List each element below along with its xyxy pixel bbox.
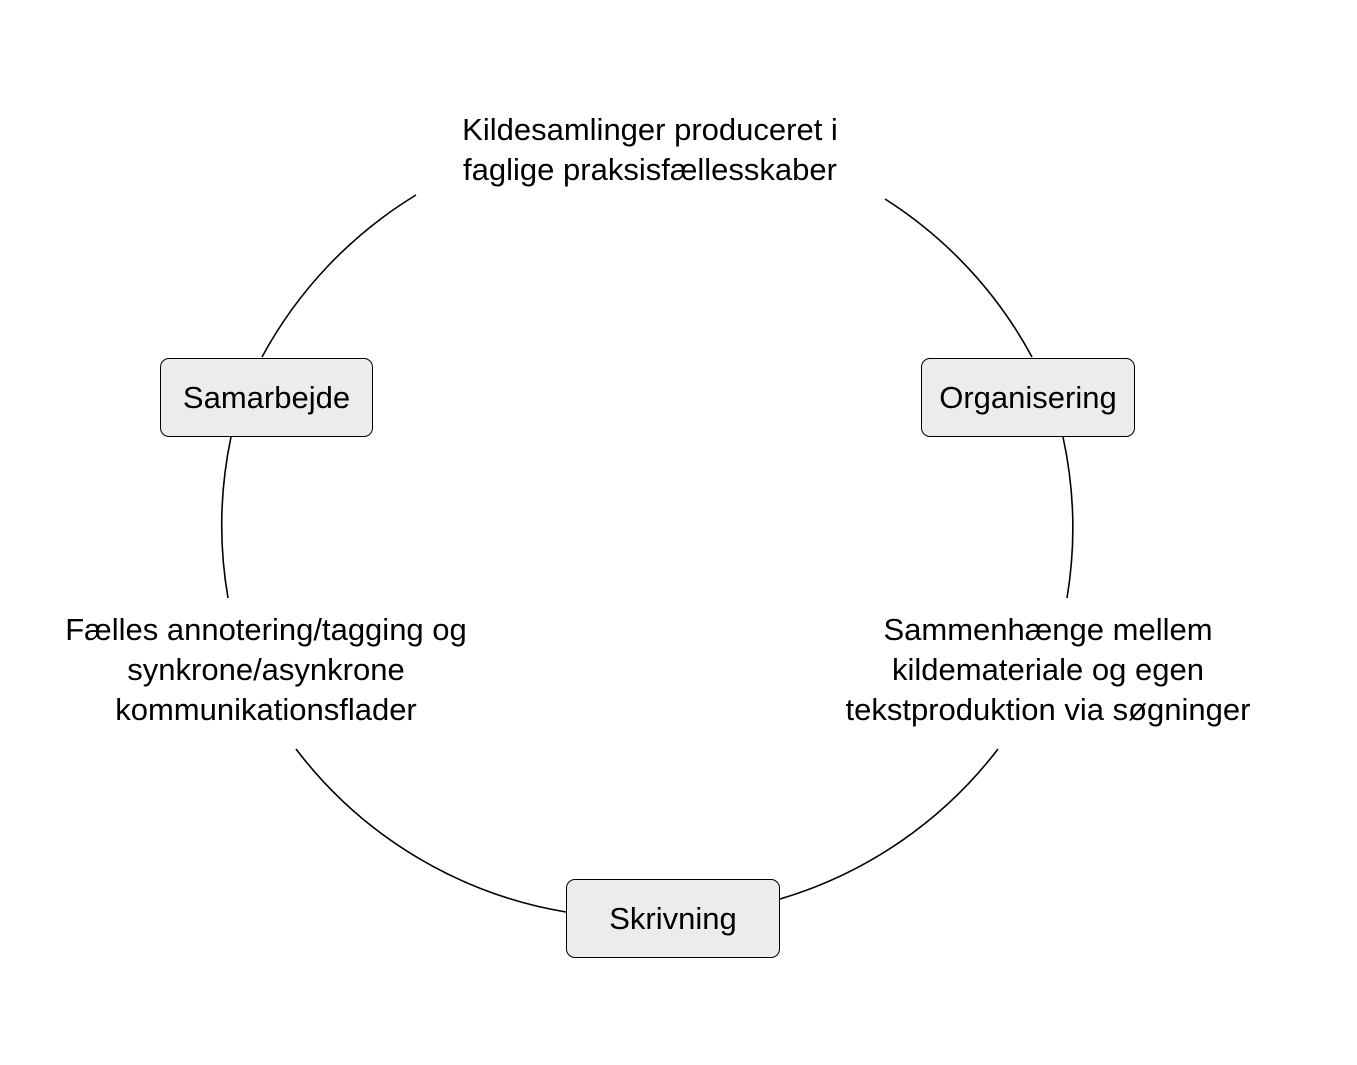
node-skrivning: Skrivning	[566, 879, 780, 958]
node-samarbejde: Samarbejde	[160, 358, 373, 437]
annotation-left-line: synkrone/asynkrone	[127, 652, 405, 687]
arc-top-right	[884, 198, 1033, 358]
annotation-top-line: Kildesamlinger produceret i	[462, 112, 838, 147]
annotation-top-line: faglige praksisfællesskaber	[463, 152, 837, 187]
arc-left	[221, 436, 232, 599]
arc-top-left	[261, 194, 417, 358]
arc-right	[1062, 436, 1074, 599]
node-label: Samarbejde	[182, 379, 351, 415]
annotation-left: Fælles annotering/tagging og synkrone/as…	[36, 610, 496, 730]
node-organisering: Organisering	[921, 358, 1135, 437]
annotation-right: Sammenhænge mellem kildemateriale og ege…	[818, 610, 1278, 730]
arc-bottom-right	[779, 748, 999, 900]
annotation-right-line: Sammenhænge mellem	[883, 612, 1213, 647]
annotation-top: Kildesamlinger produceret i faglige prak…	[440, 110, 860, 190]
node-label: Skrivning	[609, 900, 737, 936]
annotation-left-line: kommunikationsflader	[115, 692, 417, 727]
annotation-right-line: tekstproduktion via søgninger	[845, 692, 1251, 727]
arc-bottom-left	[295, 748, 567, 913]
annotation-right-line: kildemateriale og egen	[892, 652, 1204, 687]
annotation-left-line: Fælles annotering/tagging og	[65, 612, 467, 647]
node-label: Organisering	[939, 379, 1117, 415]
